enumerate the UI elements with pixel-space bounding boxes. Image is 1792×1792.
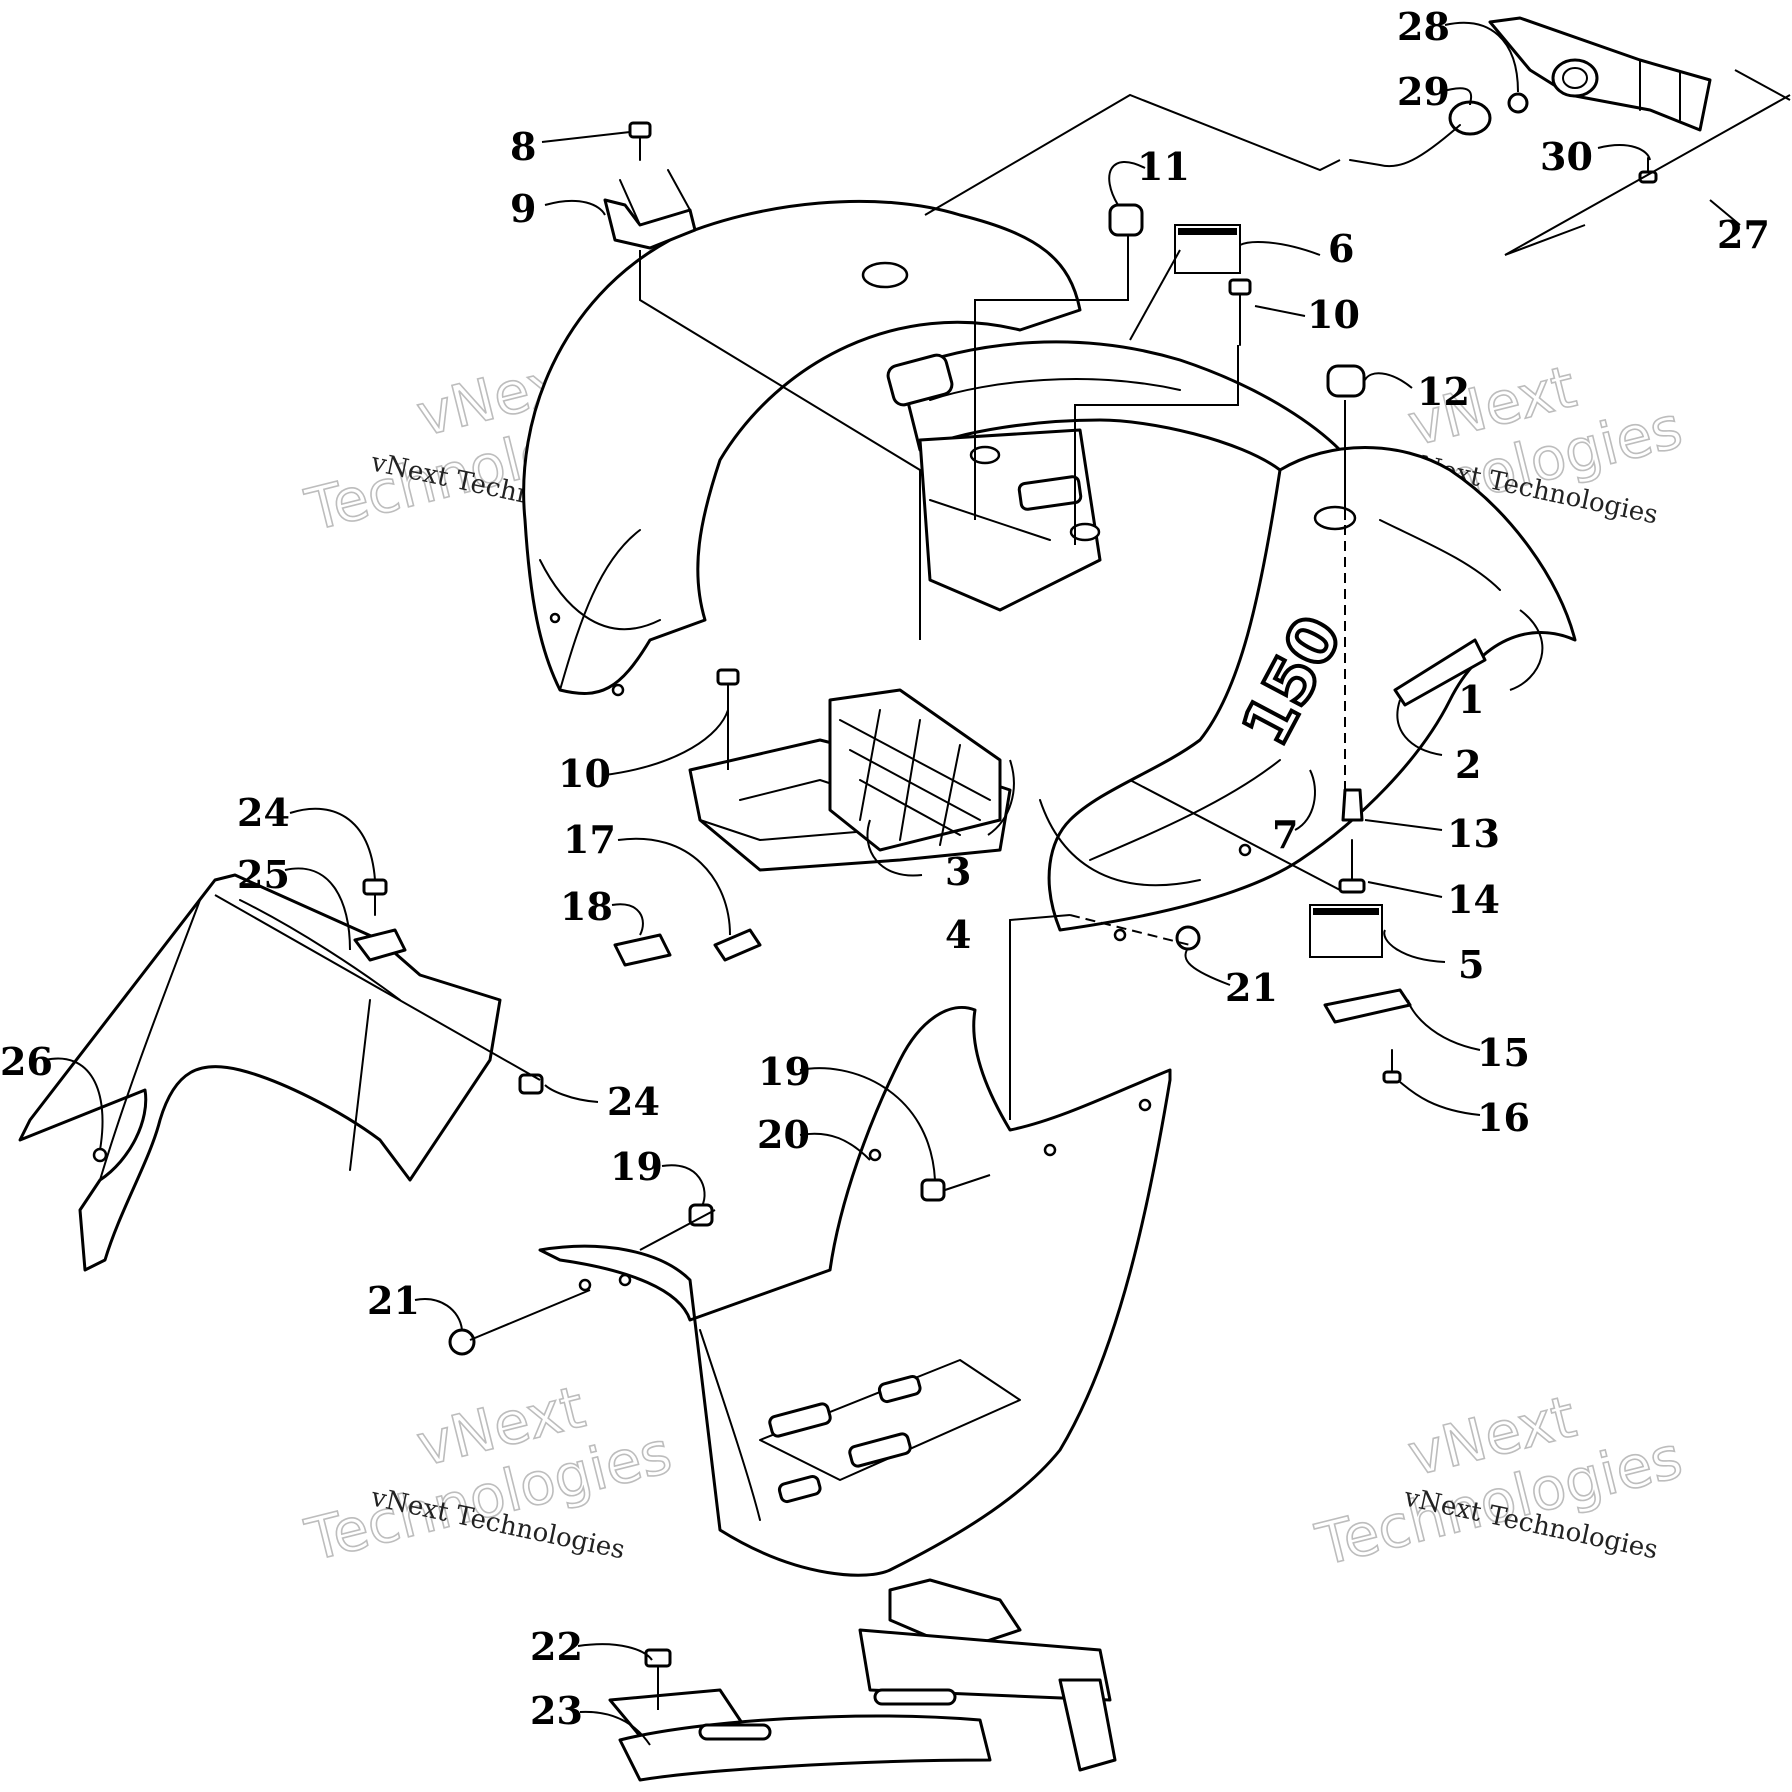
bolt-24-lower	[518, 1073, 544, 1095]
callout-leaders	[44, 21, 1741, 1746]
grommet-11	[1108, 203, 1144, 237]
side-panel	[18, 873, 502, 1272]
callout-3: 3	[945, 849, 971, 894]
bulb-28	[1507, 92, 1529, 114]
grommet-12	[1326, 364, 1366, 398]
callout-30: 30	[1540, 134, 1593, 179]
callout-4: 4	[945, 912, 971, 957]
bolt-10-upper	[1228, 278, 1252, 346]
callout-22: 22	[530, 1624, 583, 1669]
callout-7: 7	[1272, 812, 1298, 857]
stripe-decal	[1393, 638, 1487, 707]
bracket-9	[603, 198, 697, 250]
callout-28: 28	[1397, 4, 1450, 49]
callout-5: 5	[1458, 942, 1484, 987]
bolt-24-upper	[353, 878, 407, 962]
callout-1: 1	[1458, 677, 1484, 722]
rear-fender: 150	[522, 199, 1577, 942]
inner-mud-flap	[828, 688, 1002, 852]
callout-2: 2	[1455, 742, 1481, 787]
callout-15: 15	[1477, 1030, 1530, 1075]
bracket-15	[1323, 988, 1412, 1024]
clip-17	[713, 928, 762, 962]
callout-25: 25	[237, 852, 290, 897]
callout-18: 18	[560, 884, 613, 929]
nut-21-lower	[448, 1328, 476, 1356]
bolt-10-lower	[716, 668, 740, 716]
callout-27: 27	[1717, 212, 1770, 257]
bushing-13	[1341, 788, 1364, 822]
bolt-8	[628, 121, 652, 161]
bolt-19-a	[920, 1178, 946, 1202]
callout-16: 16	[1477, 1095, 1530, 1140]
callout-24-lower: 24	[607, 1079, 660, 1124]
warning-label-6	[1174, 224, 1241, 274]
callout-14: 14	[1447, 877, 1500, 922]
callout-24-upper: 24	[237, 790, 290, 835]
assembly-lines	[214, 69, 1791, 1710]
rear-rack	[608, 1578, 1117, 1782]
bolt-22	[644, 1648, 672, 1696]
callout-19-upper: 19	[758, 1049, 811, 1094]
callout-20: 20	[757, 1112, 810, 1157]
clip-18	[613, 933, 672, 967]
callout-29: 29	[1397, 69, 1450, 114]
callout-10-lower: 10	[558, 751, 611, 796]
callout-17: 17	[563, 817, 616, 862]
callout-8: 8	[510, 124, 536, 169]
callout-6: 6	[1328, 226, 1354, 271]
callout-21-upper: 21	[1225, 965, 1278, 1010]
callout-19-lower: 19	[610, 1144, 663, 1189]
left-footwell	[538, 1005, 1172, 1577]
screw-16	[1382, 1049, 1402, 1084]
callout-13: 13	[1447, 811, 1500, 856]
callout-10-upper: 10	[1307, 292, 1360, 337]
callout-9: 9	[510, 186, 536, 231]
warning-label-5	[1309, 904, 1383, 958]
callout-26: 26	[0, 1039, 53, 1084]
bolt-14	[1338, 839, 1366, 894]
callout-12: 12	[1417, 369, 1470, 414]
taillight-assembly	[1488, 16, 1712, 132]
callout-21-lower: 21	[367, 1278, 420, 1323]
callout-11: 11	[1137, 144, 1190, 189]
nut-21-upper	[1175, 925, 1201, 951]
callout-23: 23	[530, 1688, 583, 1733]
